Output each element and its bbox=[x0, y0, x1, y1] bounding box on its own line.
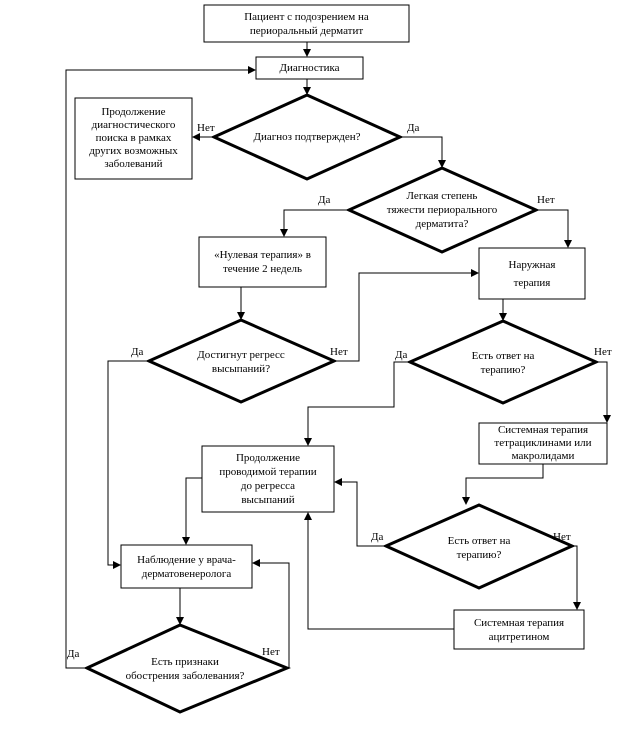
start-node-text: Пациент с подозрением на периоральный де… bbox=[244, 10, 369, 37]
diamond-response-1 bbox=[406, 319, 600, 405]
edge-exacerbation-no bbox=[252, 559, 290, 669]
label-response2-yes: Да bbox=[371, 531, 384, 543]
label-exacerbation-yes: Да bbox=[67, 648, 80, 660]
edge-response1-yes bbox=[304, 361, 410, 446]
external-therapy-node-text: Наружная терапия bbox=[508, 258, 556, 289]
edge-exacerbation-yes bbox=[65, 66, 256, 669]
edge-acitretin-continue bbox=[304, 512, 454, 630]
edge-response2-yes bbox=[334, 478, 386, 547]
zero-therapy-node-text: «Нулевая терапия» в течение 2 недель bbox=[214, 249, 311, 275]
edge-mild-no bbox=[536, 209, 572, 248]
response-2-question: Есть ответ на терапию? bbox=[447, 535, 511, 561]
box-external-therapy bbox=[478, 247, 586, 300]
edge-continue-observation bbox=[182, 477, 202, 545]
diamond-response-2 bbox=[382, 503, 576, 590]
systemic-acitretin-node-text: Системная терапия ацитретином bbox=[473, 616, 565, 643]
observation-node-text: Наблюдение у врача- дерматовенеролога bbox=[137, 553, 236, 580]
diamond-mild-degree bbox=[345, 166, 540, 254]
diamond-regress bbox=[145, 318, 338, 404]
label-confirmed-yes: Да bbox=[407, 122, 420, 134]
diagnostics-node-text: Диагностика bbox=[279, 62, 340, 74]
systemic-tetra-node-text: Системная терапия тетрациклинами или мак… bbox=[494, 424, 592, 462]
continue-therapy-node-text: Продолжение проводимой терапии до регрес… bbox=[219, 452, 317, 506]
label-exacerbation-no: Нет bbox=[262, 646, 280, 658]
edge-response1-no bbox=[596, 361, 611, 423]
edge-regress-no bbox=[334, 269, 479, 362]
label-regress-yes: Да bbox=[131, 346, 144, 358]
diamond-diag-confirmed bbox=[210, 93, 404, 181]
diamond-exacerbation bbox=[83, 623, 291, 714]
label-mild-no: Нет bbox=[537, 194, 555, 206]
edge-response2-no bbox=[572, 545, 581, 610]
label-response1-no: Нет bbox=[594, 346, 612, 358]
edge-mild-yes bbox=[280, 209, 349, 237]
label-mild-yes: Да bbox=[318, 194, 331, 206]
diag-confirmed-question: Диагноз подтвержден? bbox=[253, 131, 361, 143]
label-response2-no: Нет bbox=[553, 531, 571, 543]
label-regress-no: Нет bbox=[330, 346, 348, 358]
regress-question: Достигнут регресс высыпаний? bbox=[197, 349, 285, 375]
label-response1-yes: Да bbox=[395, 349, 408, 361]
box-diagnostics bbox=[255, 56, 364, 80]
label-confirmed-no: Нет bbox=[197, 122, 215, 134]
exacerbation-question: Есть признаки обострения заболевания? bbox=[125, 656, 245, 682]
edge-regress-yes bbox=[107, 360, 149, 569]
mild-degree-question: Легкая степень тяжести периорального дер… bbox=[386, 190, 498, 230]
edge-tetra-response2 bbox=[462, 464, 544, 505]
edge-confirmed-yes bbox=[400, 136, 446, 168]
box-zero-therapy bbox=[198, 236, 327, 288]
response-1-question: Есть ответ на терапию? bbox=[471, 350, 535, 376]
continue-search-node-text: Продолжение диагностического поиска в ра… bbox=[89, 106, 178, 170]
